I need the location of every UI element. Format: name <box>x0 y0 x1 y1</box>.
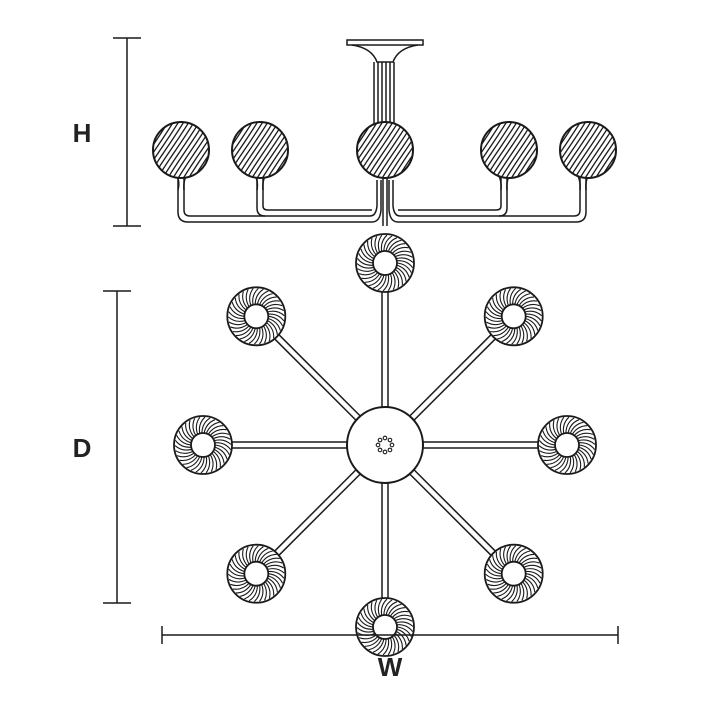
top-arm-line <box>409 334 492 417</box>
globe-top-1 <box>355 233 415 293</box>
depth-label: D <box>73 433 92 463</box>
globe-top-7 <box>173 415 233 475</box>
top-arm-line <box>278 334 361 417</box>
hub-dot <box>377 447 383 453</box>
hub-dot <box>387 447 393 453</box>
top-arm-line <box>274 469 357 552</box>
top-arm-line <box>274 338 357 421</box>
globe-top-5 <box>355 597 415 657</box>
width-label: W <box>378 652 403 682</box>
depth-dimension-line <box>103 290 131 604</box>
side-globes <box>107 116 662 184</box>
side-arms <box>177 176 587 226</box>
globe-top-2 <box>483 286 544 347</box>
hub-dot <box>377 437 383 443</box>
hub-dot <box>382 449 388 455</box>
hub-dot <box>382 435 388 441</box>
globe-top-3 <box>537 415 597 475</box>
top-arm-line <box>413 469 496 552</box>
width-dimension-line <box>161 626 619 644</box>
hub-dot <box>389 442 395 448</box>
height-label: H <box>73 118 92 148</box>
hub-dots <box>375 435 395 455</box>
globe-top-4 <box>483 543 544 604</box>
top-arms <box>232 292 538 598</box>
top-arm-line <box>413 338 496 421</box>
top-arm-line <box>409 473 492 556</box>
globe-top-8 <box>226 286 287 347</box>
globe-side-3 <box>311 116 459 184</box>
globe-top-6 <box>226 543 287 604</box>
top-view: D <box>73 233 597 657</box>
hub-dot <box>387 437 393 443</box>
hub-dot <box>375 442 381 448</box>
top-arm-line <box>278 473 361 556</box>
side-view: H <box>73 37 662 227</box>
center-hub <box>346 406 424 484</box>
height-dimension-line <box>113 37 141 227</box>
